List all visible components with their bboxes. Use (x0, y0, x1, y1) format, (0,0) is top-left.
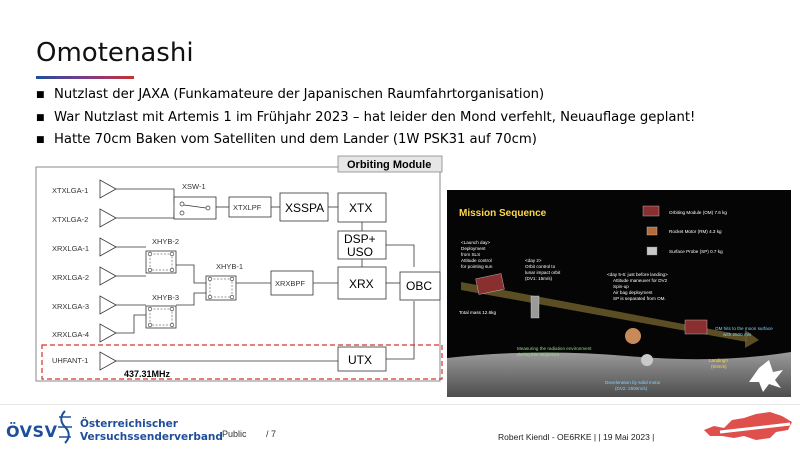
bullet-text: Nutzlast der JAXA (Funkamateure der Japa… (54, 87, 545, 102)
launch-text: <Launch day> (461, 240, 490, 245)
antenna-label: XRXLGA-4 (52, 330, 89, 339)
block-uso: USO (347, 245, 373, 259)
bullet-text: War Nutzlast mit Artemis 1 im Frühjahr 2… (54, 109, 696, 125)
module-title: Orbiting Module (347, 159, 431, 171)
antenna-label: XTXLGA-1 (52, 186, 88, 195)
legend-item: Orbiting Module (OM) 7.6 kg (669, 210, 727, 215)
block-utx: UTX (348, 353, 372, 367)
day2-text: (DV1: 15m/s) (525, 276, 553, 281)
block-dsp: DSP+ (344, 232, 376, 246)
bullet-item: ■ War Nutzlast mit Artemis 1 im Frühjahr… (36, 110, 776, 133)
bullet-marker-icon: ■ (36, 90, 45, 100)
org-name-line2: Versuchssenderverband (80, 431, 223, 443)
block-xrx: XRX (349, 277, 374, 291)
antenna-label: XRXLGA-3 (52, 302, 89, 311)
day56-text: Air bag deployment (613, 290, 653, 295)
bullet-item: ■ Hatte 70cm Baken vom Satelliten und de… (36, 132, 776, 155)
author-date: Robert Kiendl - OE6RKE | | 19 Mai 2023 | (498, 432, 655, 442)
austria-map-icon (704, 412, 792, 440)
filter-xtxlpf: XTXLPF (233, 203, 262, 212)
antenna-label: XRXLGA-2 (52, 273, 89, 282)
rocket-motor-icon (625, 328, 641, 344)
launch-text: for pointing sun (461, 264, 493, 269)
day56-text: Spin-up (613, 284, 629, 289)
day56-text: Attitude maneuver for DV2 (613, 278, 668, 283)
launch-text: Deployment (461, 246, 486, 251)
antenna-label: UHFANT-1 (52, 356, 88, 365)
day2-text: <day 2> (525, 258, 542, 263)
legend-item: Rocket Motor (RM) 4.3 kg (669, 229, 722, 234)
hybrid-label: XHYB-2 (152, 237, 179, 246)
surface-probe-icon (646, 246, 658, 256)
mission-sequence-image: Mission Sequence Orbiting Module (OM) 7.… (447, 190, 791, 397)
slide-title: Omotenashi (36, 38, 194, 68)
decel-text: Deceleration by solid motor (605, 380, 661, 385)
legend-item: Surface Probe (SP) 0.7 kg (669, 249, 723, 254)
landing-text: (50m/s) (711, 364, 727, 369)
orbiting-module-icon (684, 319, 708, 335)
hybrid-label: XHYB-1 (216, 262, 243, 271)
radiation-text: Measuring the radiation environment (517, 346, 592, 351)
antenna-label: XTXLGA-2 (52, 215, 88, 224)
day56-text: <day 5-6: just before landing> (607, 272, 668, 277)
block-xtx: XTX (349, 201, 372, 215)
om-hits-text: with 2500 m/s (723, 332, 752, 337)
hybrid-xhyb3 (145, 305, 177, 329)
hybrid-xhyb1 (205, 275, 237, 301)
page-number: / 7 (266, 429, 277, 439)
mission-title: Mission Sequence (459, 208, 547, 219)
orbiting-module-icon (475, 273, 505, 295)
switch-xsw1 (173, 196, 217, 220)
antenna-icon (99, 179, 117, 371)
block-obc: OBC (406, 279, 432, 293)
moon-surface (447, 352, 791, 397)
launch-text: Attitude control (461, 258, 492, 263)
orbiting-module-icon (530, 295, 540, 319)
surface-probe-icon (641, 354, 653, 366)
antenna-label: XRXLGA-1 (52, 244, 89, 253)
bullet-marker-icon: ■ (36, 112, 45, 123)
hybrid-label: XHYB-3 (152, 293, 179, 302)
frequency-label: 437.31MHz (124, 369, 171, 379)
classification-label: Public (222, 429, 247, 439)
filter-xrxbpf: XRXBPF (275, 279, 305, 288)
day56-text: SP is separated from OM. (613, 296, 666, 301)
uhf-highlight-box (41, 344, 443, 380)
day2-text: Orbit control to (525, 264, 556, 269)
radiation-text: during this sequence (517, 352, 560, 357)
title-underline (36, 76, 134, 79)
bullet-marker-icon: ■ (36, 135, 45, 145)
bullet-list: ■ Nutzlast der JAXA (Funkamateure der Ja… (36, 87, 776, 155)
antenna-logo-icon (58, 410, 72, 444)
rocket-motor-icon (646, 226, 658, 236)
rf-block-diagram: Orbiting Module XTXLGA-1 XTXLGA-2 XRXLGA… (34, 155, 444, 383)
impact-icon (749, 360, 783, 392)
footer-bar (0, 404, 800, 450)
hybrid-xhyb2 (145, 250, 177, 274)
landing-text: Landing!! (709, 358, 728, 363)
ovsv-logo: ÖVSV (6, 422, 58, 441)
bullet-item: ■ Nutzlast der JAXA (Funkamateure der Ja… (36, 87, 776, 110)
switch-label: XSW-1 (182, 182, 206, 191)
org-name-line1: Österreichischer (80, 418, 178, 430)
bullet-text: Hatte 70cm Baken vom Satelliten und dem … (54, 132, 537, 147)
launch-text: from SLS (461, 252, 480, 257)
om-hits-text: OM hits to the moon surface (715, 326, 773, 331)
total-mass: Total mass 12.6kg (459, 310, 496, 315)
orbiting-module-icon (642, 205, 660, 217)
block-xsspa: XSSPA (285, 201, 324, 215)
day2-text: lunar impact orbit (525, 270, 561, 275)
decel-text: (DV2: 2500m/s) (615, 386, 648, 391)
